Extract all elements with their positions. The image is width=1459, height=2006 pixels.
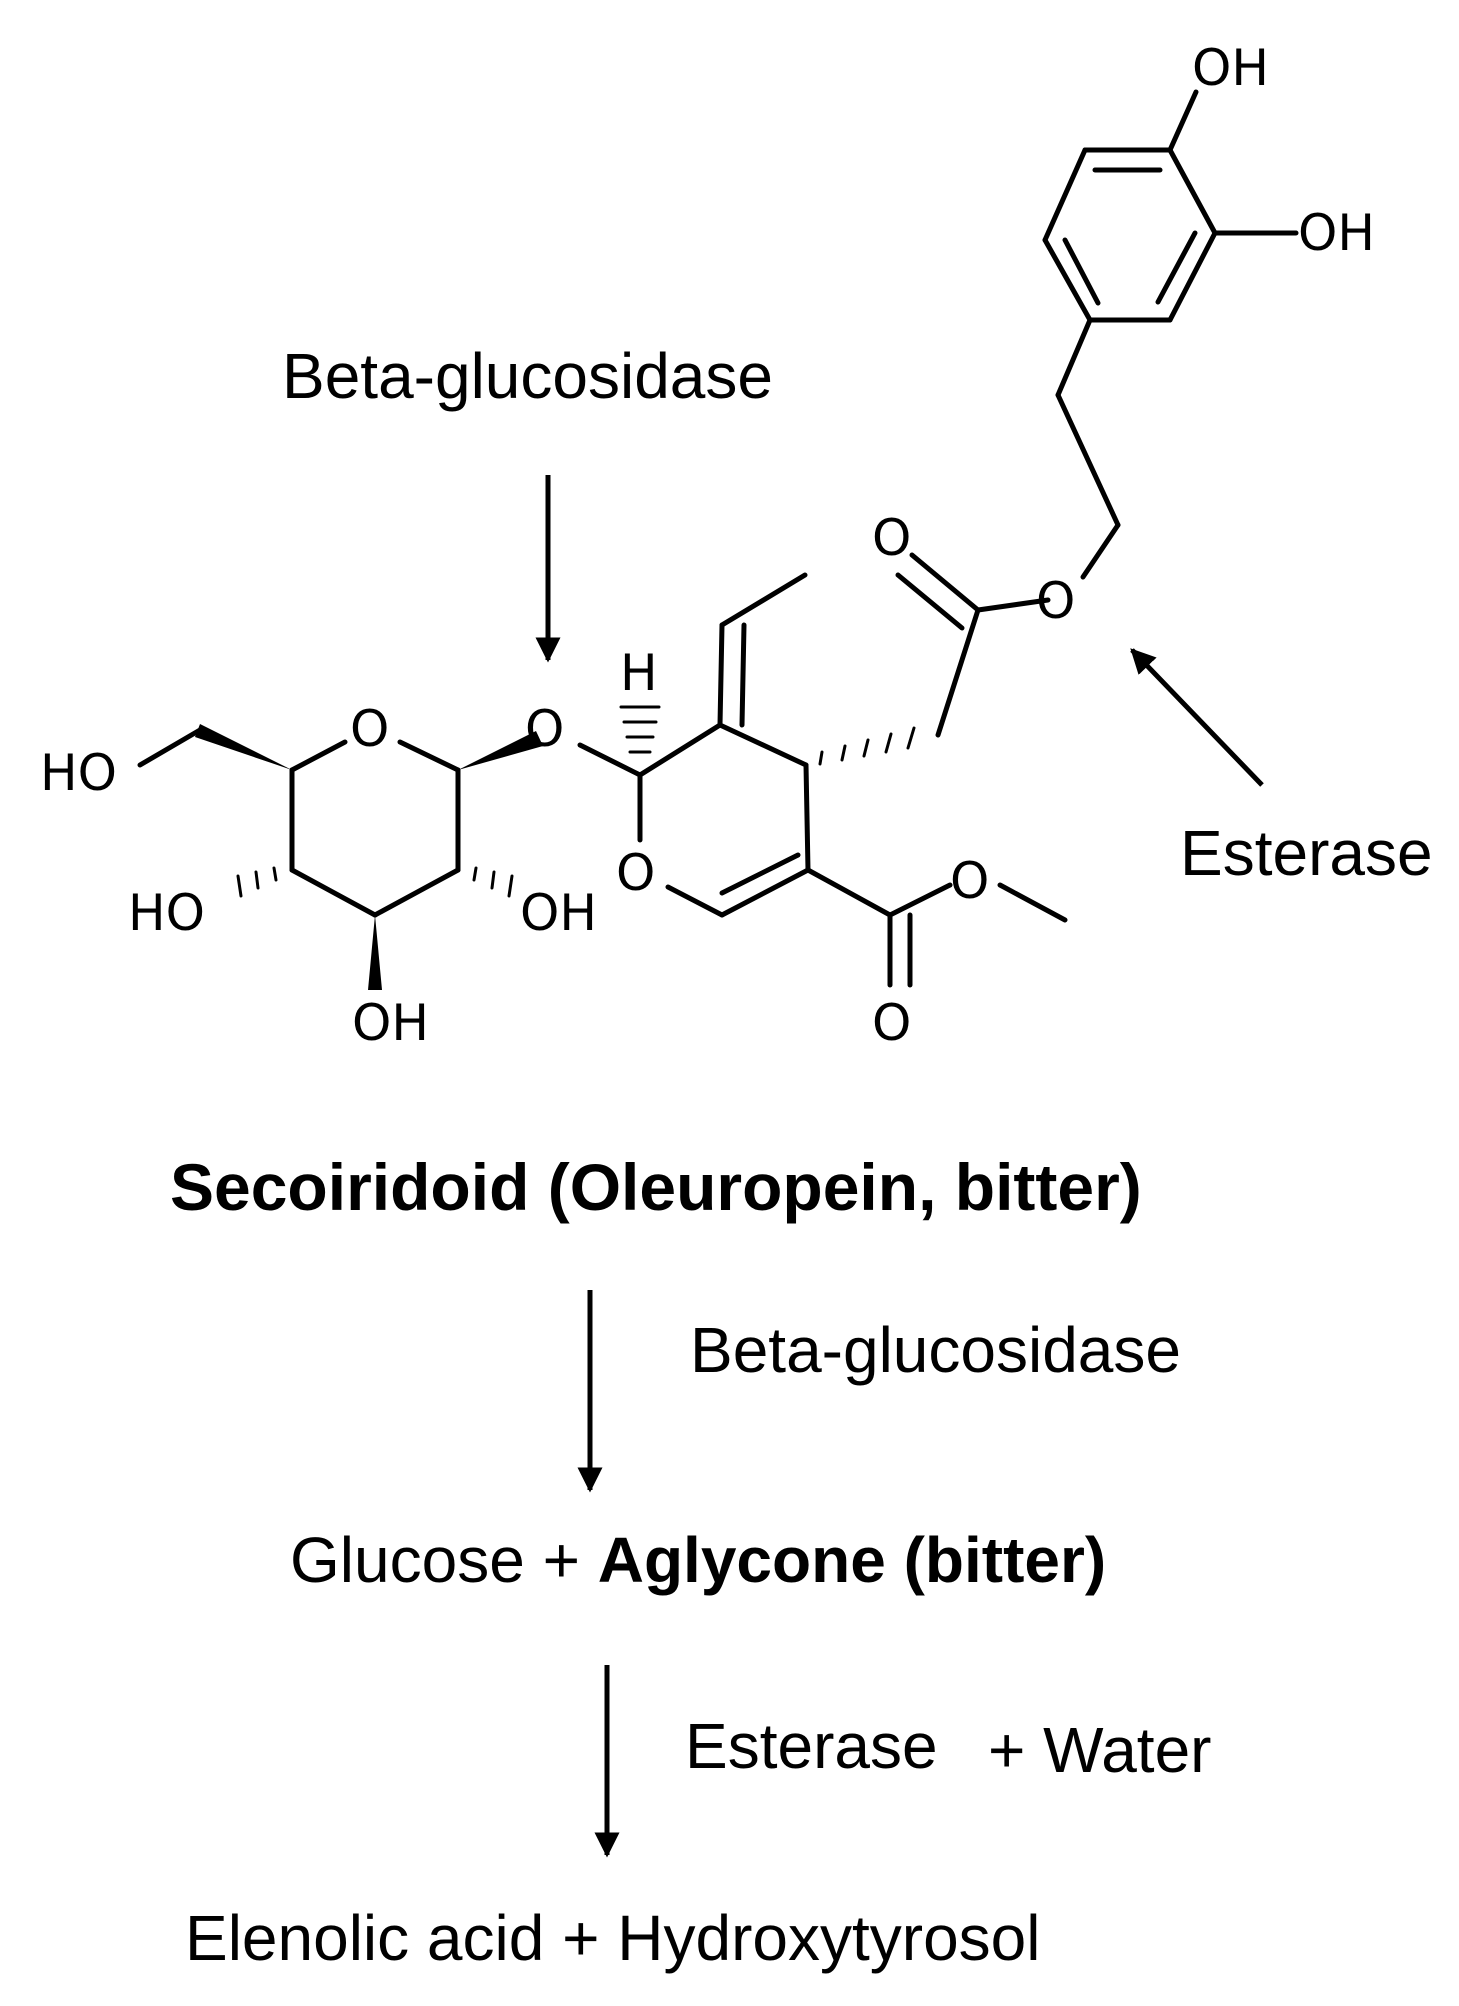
atom-o-ring-glucose: O [350,700,389,758]
atom-o-carbonyl-bottom: O [872,994,911,1052]
atom-oh-bottom: OH [352,994,429,1052]
step2-product: Elenolic acid + Hydroxytyrosol [185,1902,1040,1974]
atom-labels: OH OH O O O O H HO HO OH OH O O O [40,39,1375,1052]
step1-product: Glucose + Aglycone (bitter) [290,1524,1106,1596]
pyran-ring [577,572,1068,988]
atom-o-glyco: O [525,700,564,758]
step2-enzyme-label: Esterase [685,1710,938,1782]
atom-oh-top: OH [1192,39,1269,97]
atom-ho-bottom-left: HO [128,884,205,942]
catechol-ring [1042,89,1299,580]
solid-wedges [195,724,543,990]
oleuropein-structure [137,89,1299,988]
glucose-ring [137,727,461,918]
atom-o-ring-pyran: O [616,844,655,902]
atom-h-stereo: H [620,644,658,702]
enzyme-label-right: Esterase [1180,817,1433,889]
arrow-right-icon [1130,648,1264,787]
hashed-bonds-glucose [236,866,514,898]
enzyme-label-top: Beta-glucosidase [282,340,773,412]
step1-product-plain: Glucose + [290,1524,598,1596]
hashed-wedge-right [818,726,916,766]
step1-enzyme-label: Beta-glucosidase [690,1314,1181,1386]
atom-o-ester: O [1036,572,1075,630]
atom-oh-bottom-mid: OH [520,884,597,942]
step1-product-bold: Aglycone (bitter) [598,1524,1106,1596]
atom-ho-left: HO [40,744,117,802]
step2-cofactor-label: + Water [988,1714,1211,1786]
atom-oh-right: OH [1298,204,1375,262]
ester-group [895,552,1051,738]
compound-name: Secoiridoid (Oleuropein, bitter) [170,1150,1142,1224]
atom-o-methoxy: O [950,852,989,910]
atom-o-carbonyl-top: O [872,509,911,567]
hashed-bond-h [619,705,661,754]
